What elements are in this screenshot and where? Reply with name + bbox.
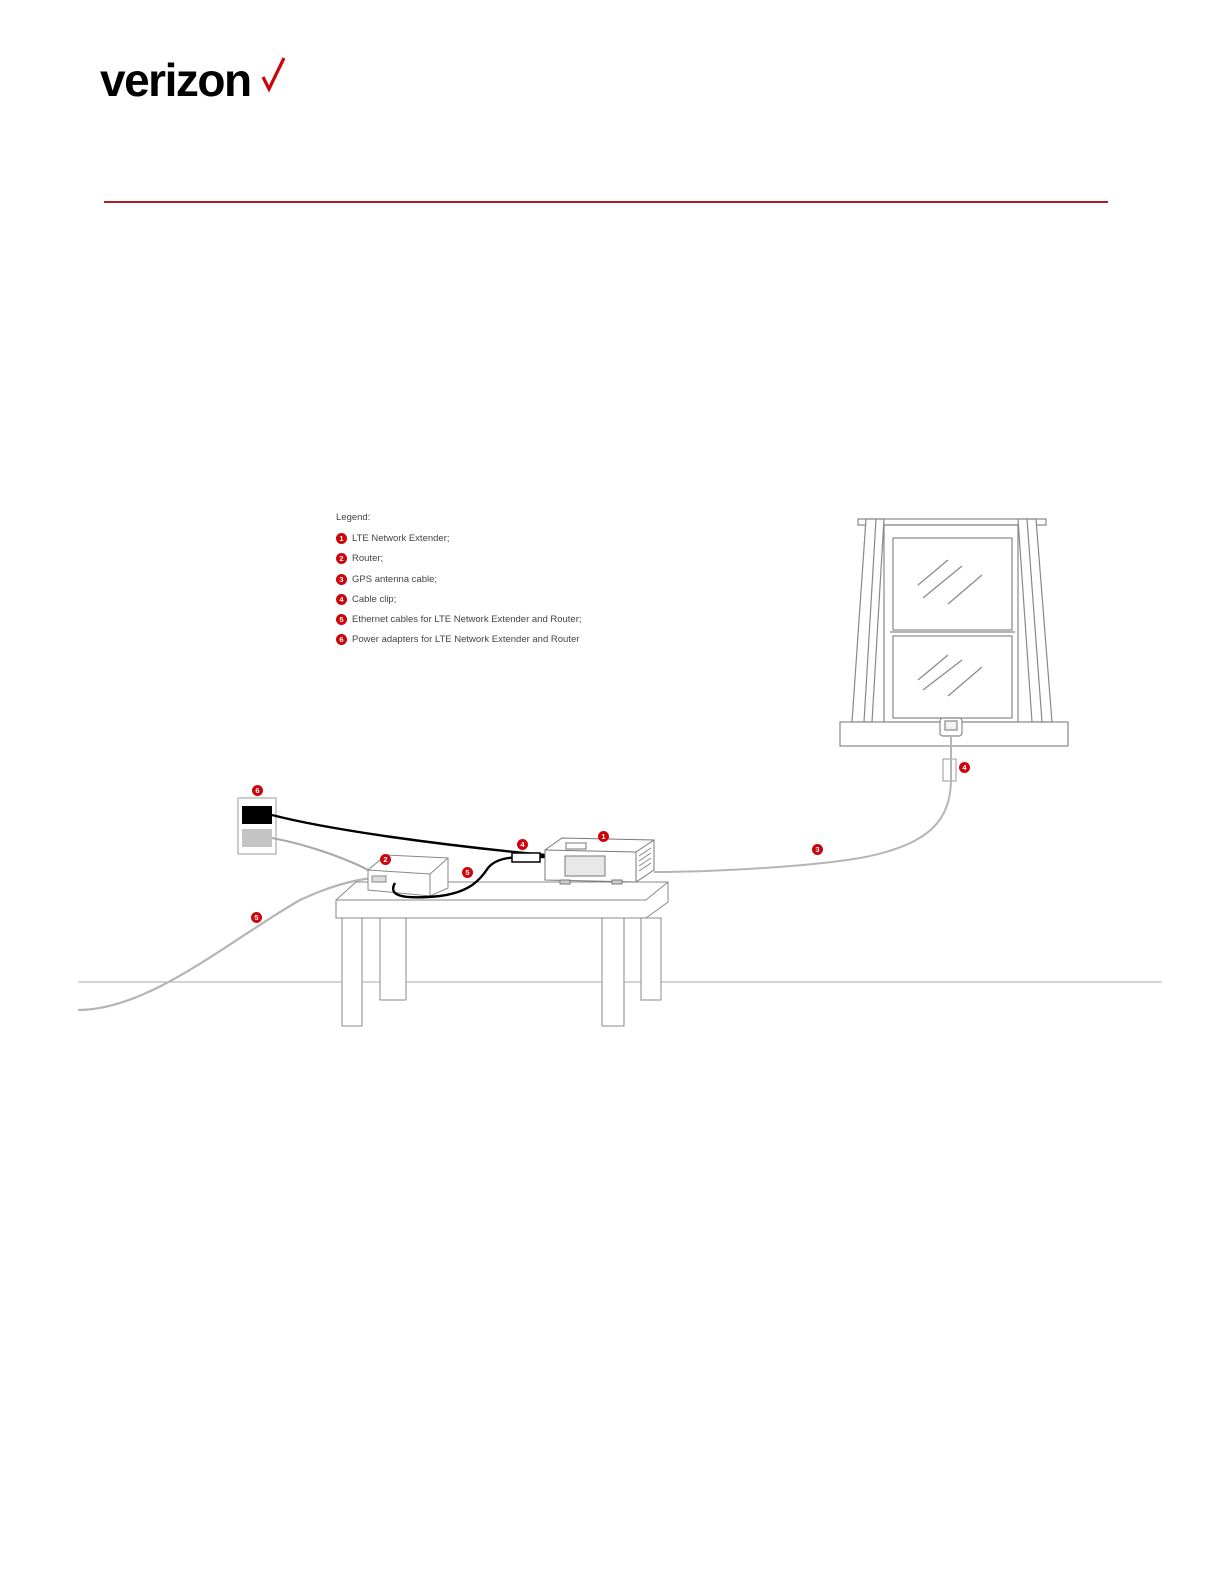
legend-item: 2 Router; [336, 552, 582, 565]
floor-ethernet-cable [78, 878, 372, 1010]
callout-window-clip: 4 [959, 762, 970, 773]
callout-router: 2 [380, 854, 391, 865]
legend-item: 3 GPS antenna cable; [336, 573, 582, 586]
callout-power-adapters: 6 [252, 785, 263, 796]
window-cable-clip [943, 759, 956, 781]
callout-gps-cable: 3 [812, 844, 823, 855]
legend-item: 5 Ethernet cables for LTE Network Extend… [336, 613, 582, 626]
legend-item: 6 Power adapters for LTE Network Extende… [336, 633, 582, 646]
legend-badge: 3 [336, 574, 347, 585]
legend-badge: 1 [336, 533, 347, 544]
legend-badge: 4 [336, 594, 347, 605]
gps-antenna-cable [654, 737, 951, 872]
legend-badge: 2 [336, 553, 347, 564]
legend-badge: 6 [336, 634, 347, 645]
callout-floor-ethernet: 5 [251, 912, 262, 923]
legend-label: GPS antenna cable; [352, 574, 437, 585]
window [840, 519, 1068, 746]
callout-desk-ethernet: 5 [462, 867, 473, 878]
lte-network-extender [545, 838, 654, 884]
wall-outlet [238, 798, 276, 854]
table-cable-clip [512, 853, 540, 862]
table [336, 882, 668, 1026]
callout-table-clip: 4 [517, 839, 528, 850]
callout-extender: 1 [598, 831, 609, 842]
legend-title: Legend: [336, 512, 582, 525]
router-power-cord [272, 838, 372, 872]
legend-label: Cable clip; [352, 594, 396, 605]
legend-item: 4 Cable clip; [336, 593, 582, 606]
legend-badge: 5 [336, 614, 347, 625]
legend-label: LTE Network Extender; [352, 533, 450, 544]
legend-label: Ethernet cables for LTE Network Extender… [352, 614, 582, 625]
legend-item: 1 LTE Network Extender; [336, 532, 582, 545]
legend-label: Power adapters for LTE Network Extender … [352, 634, 579, 645]
legend: Legend: 1 LTE Network Extender; 2 Router… [336, 512, 582, 654]
legend-label: Router; [352, 553, 383, 564]
